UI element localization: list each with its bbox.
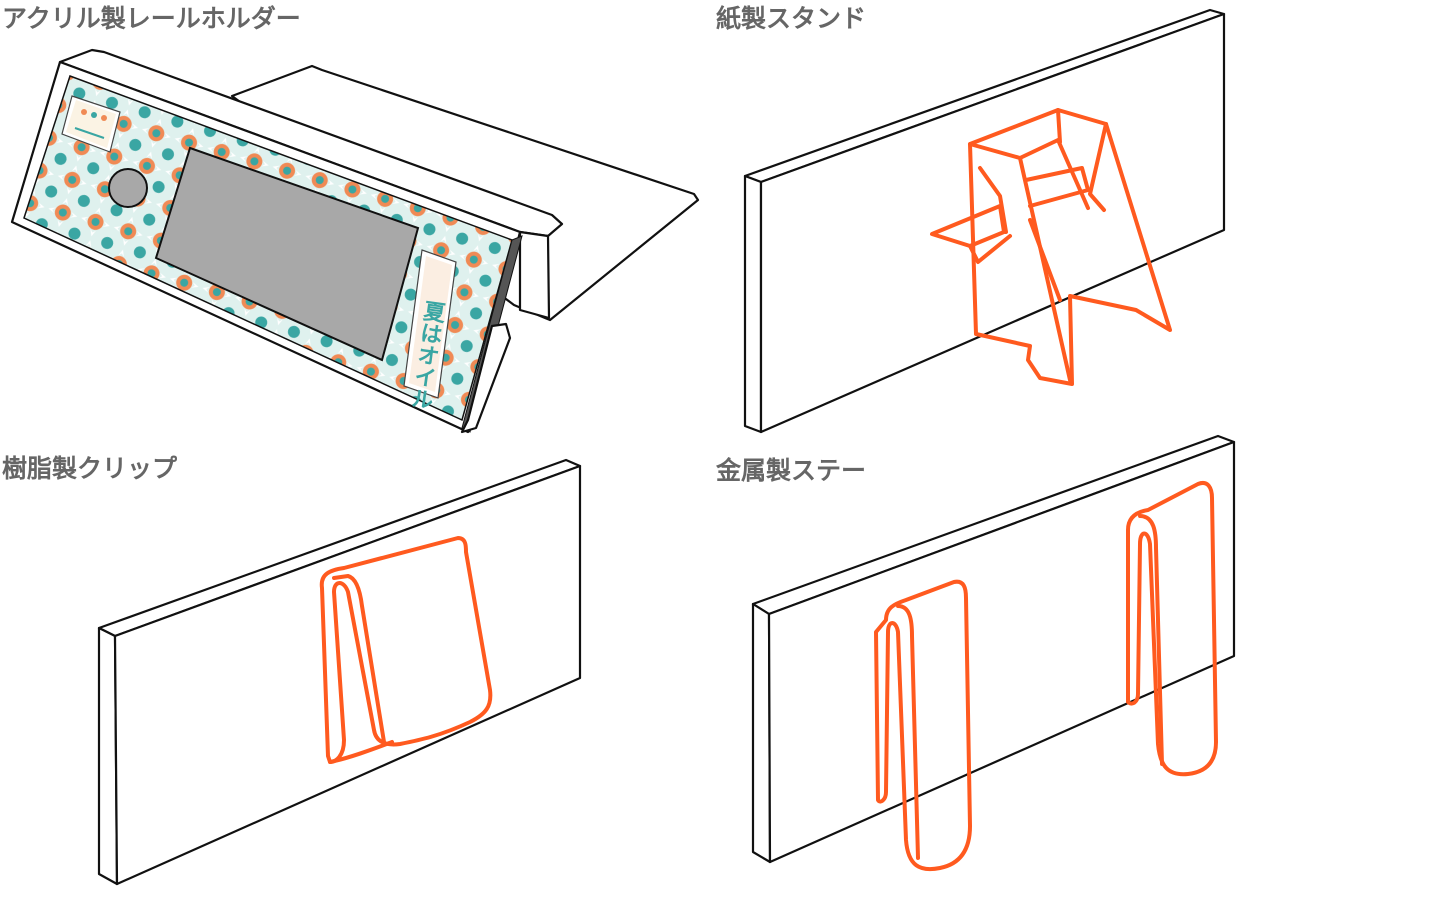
rail-side-edge (520, 232, 549, 318)
acrylic-rail-holder-illustration: 夏はオイル (12, 50, 698, 432)
metal-board-face (769, 442, 1234, 862)
paper-stand-illustration (745, 10, 1224, 432)
resin-clip-illustration (99, 460, 580, 884)
paper-board-face (761, 14, 1224, 432)
paper-board-side (745, 176, 761, 432)
metal-stay-illustration (753, 436, 1234, 869)
resin-board-face (115, 466, 580, 884)
metal-board-side (753, 604, 770, 862)
round-hole-icon (109, 169, 147, 207)
